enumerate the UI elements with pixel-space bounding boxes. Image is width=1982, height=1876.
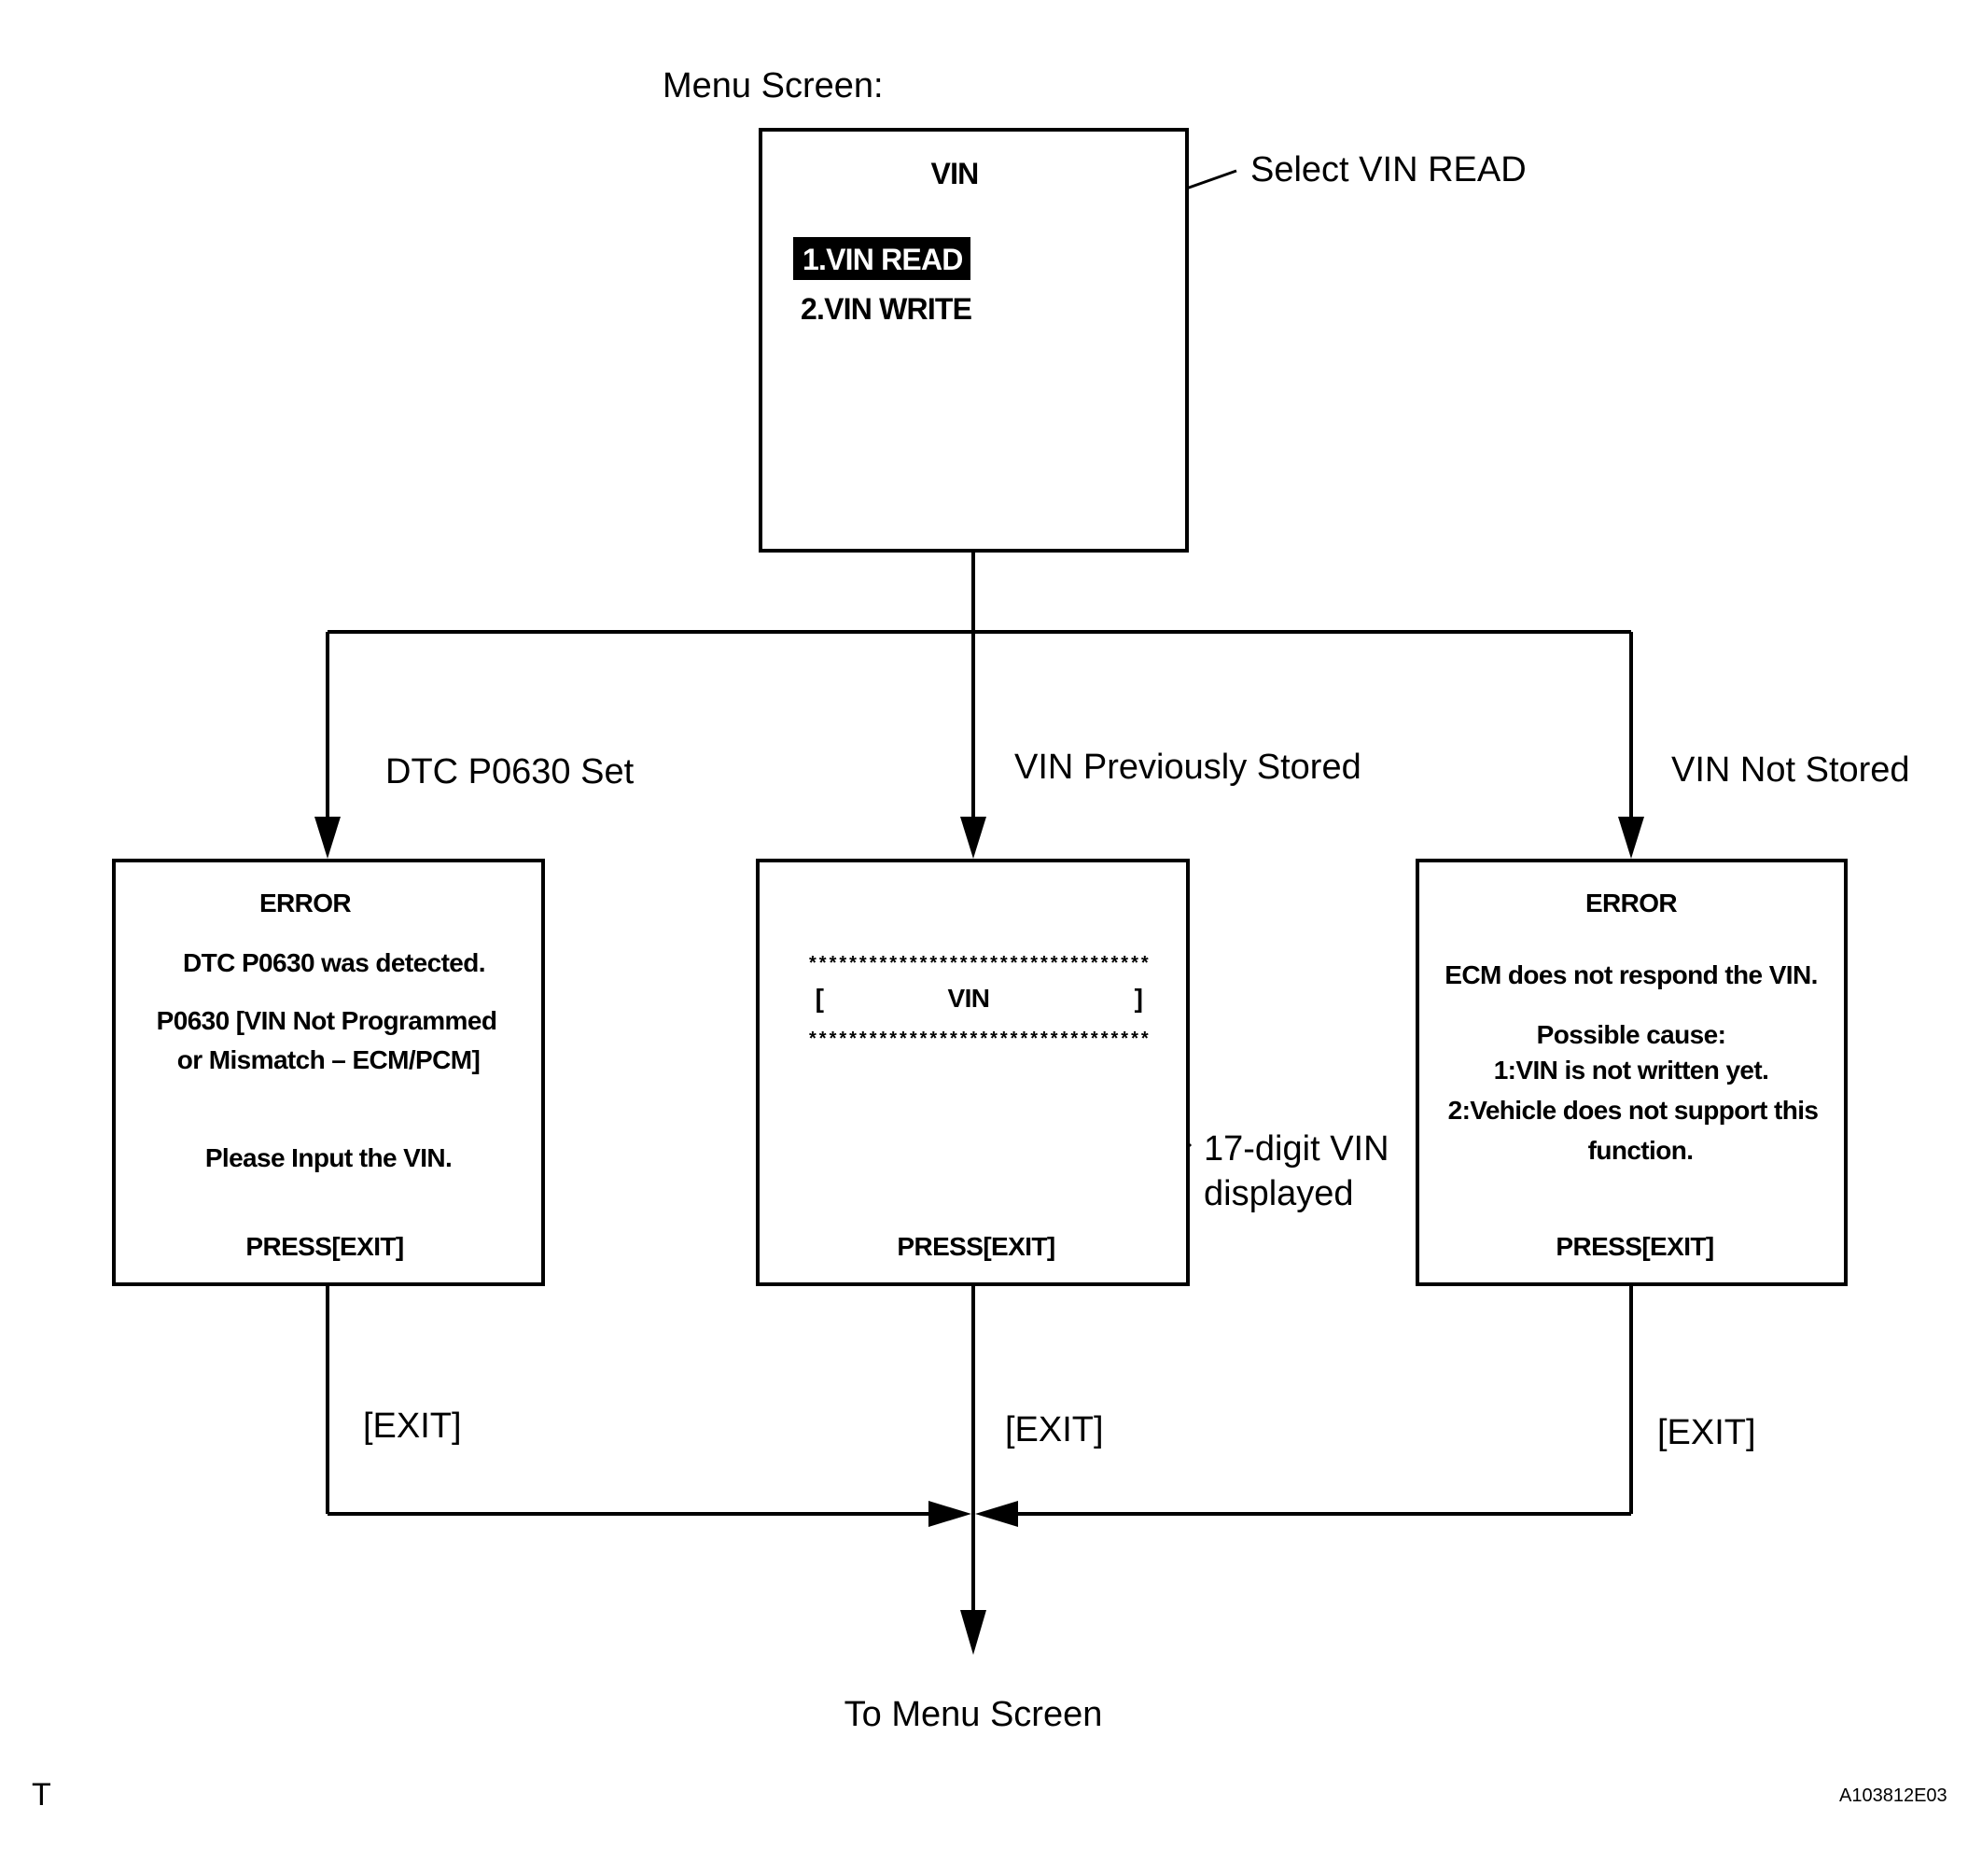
vin-display-screen (756, 859, 1190, 1286)
error-line: Please Input the VIN. (204, 1143, 453, 1172)
error-line: function. (1587, 1136, 1694, 1165)
error-line: DTC P0630 was detected. (183, 948, 486, 977)
arrow-right-icon (928, 1501, 971, 1527)
error-not-stored-screen (1416, 859, 1848, 1286)
error-line: ECM does not respond the VIN. (1445, 960, 1818, 989)
bracket-left: [ (815, 984, 824, 1013)
menu-title: VIN (930, 157, 980, 190)
branch-label-stored: VIN Previously Stored (1014, 748, 1361, 787)
bracket-right: ] (1134, 984, 1143, 1013)
branch-label-dtc: DTC P0630 Set (385, 752, 635, 791)
arrow-down-left-icon (314, 817, 341, 859)
error-line: 2:Vehicle does not support this (1447, 1096, 1819, 1125)
corner-mark: T (32, 1777, 51, 1813)
error-title: ERROR (1584, 889, 1678, 917)
error-line: Possible cause: (1536, 1020, 1726, 1049)
press-exit-label: PRESS[EXIT] (1556, 1232, 1714, 1261)
vin-callout-line1: 17-digit VIN (1204, 1129, 1389, 1169)
error-line: P0630 [VIN Not Programmed (156, 1006, 497, 1035)
error-title: ERROR (258, 889, 352, 917)
menu-item-vin-write[interactable]: 2.VIN WRITE (801, 292, 972, 326)
exit-label-right: [EXIT] (1657, 1413, 1756, 1452)
select-callout-label: Select VIN READ (1250, 150, 1527, 189)
press-exit-label: PRESS[EXIT] (897, 1232, 1055, 1261)
error-line: or Mismatch – ECM/PCM] (176, 1045, 481, 1074)
menu-screen-box (759, 128, 1189, 553)
error-line: 1:VIN is not written yet. (1493, 1056, 1769, 1085)
arrow-left-icon (975, 1501, 1018, 1527)
vin-value: VIN (947, 984, 990, 1013)
press-exit-label: PRESS[EXIT] (245, 1232, 404, 1261)
vin-callout-line2: displayed (1204, 1174, 1354, 1213)
branch-label-not-stored: VIN Not Stored (1671, 750, 1910, 790)
stars-bottom: ********************************** (809, 1029, 1152, 1049)
figure-id: A103812E03 (1839, 1785, 1947, 1806)
arrow-down-right-icon (1618, 817, 1644, 859)
exit-label-middle: [EXIT] (1005, 1410, 1104, 1449)
return-label: To Menu Screen (844, 1695, 1103, 1734)
stars-top: ********************************** (809, 953, 1152, 973)
menu-screen-label: Menu Screen: (663, 66, 884, 105)
arrow-down-return-icon (960, 1610, 986, 1655)
menu-item-vin-read[interactable]: 1.VIN READ (793, 237, 970, 280)
exit-label-left: [EXIT] (363, 1407, 462, 1446)
error-dtc-screen (112, 859, 545, 1286)
arrow-down-middle-icon (960, 817, 986, 859)
